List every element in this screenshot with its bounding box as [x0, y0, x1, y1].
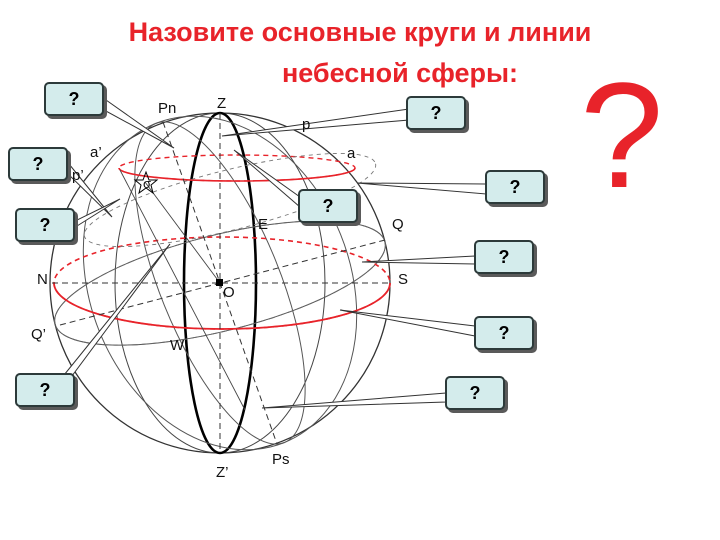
callout-box-1[interactable]: ?	[44, 82, 104, 116]
star-icon	[133, 170, 159, 195]
callout-box-8[interactable]: ?	[474, 316, 534, 350]
almucantar-front	[118, 167, 356, 182]
label-o: O	[223, 284, 235, 301]
big-question-mark: ?	[580, 51, 664, 219]
label-p-prime: p’	[72, 167, 84, 184]
star-radius	[144, 181, 221, 284]
label-sigma: σ	[143, 176, 152, 191]
callout-box-6[interactable]: ?	[15, 208, 75, 242]
label-e: E	[258, 216, 269, 233]
label-w: W	[170, 337, 185, 354]
callout-box-2[interactable]: ?	[406, 96, 466, 130]
label-a: a	[347, 145, 356, 162]
label-z: Z	[217, 95, 227, 112]
callout-box-4[interactable]: ?	[298, 189, 358, 223]
horizon-front	[53, 282, 391, 330]
center-point	[216, 279, 223, 286]
label-q-prime: Q’	[31, 326, 46, 343]
label-s: S	[398, 271, 409, 288]
callout-box-3[interactable]: ?	[8, 147, 68, 181]
equator-diameter	[59, 239, 386, 326]
title-line-2: небесной сферы:	[281, 58, 519, 88]
label-q: Q	[392, 216, 404, 233]
title-line-1: Назовите основные круги и линии	[128, 17, 592, 47]
label-a-prime: a’	[90, 144, 102, 161]
callout-box-7[interactable]: ?	[474, 240, 534, 274]
label-z-prime: Z’	[216, 464, 229, 481]
daily-parallel	[83, 153, 377, 247]
label-pn: Pn	[158, 100, 177, 117]
label-p: p	[302, 116, 311, 133]
label-ps: Ps	[272, 451, 290, 468]
callout-box-9[interactable]: ?	[15, 373, 75, 407]
label-n: N	[37, 271, 48, 288]
callout-box-10[interactable]: ?	[445, 376, 505, 410]
callout-box-5[interactable]: ?	[485, 170, 545, 204]
callout-pointers	[59, 99, 487, 409]
star-vertical	[119, 169, 246, 411]
